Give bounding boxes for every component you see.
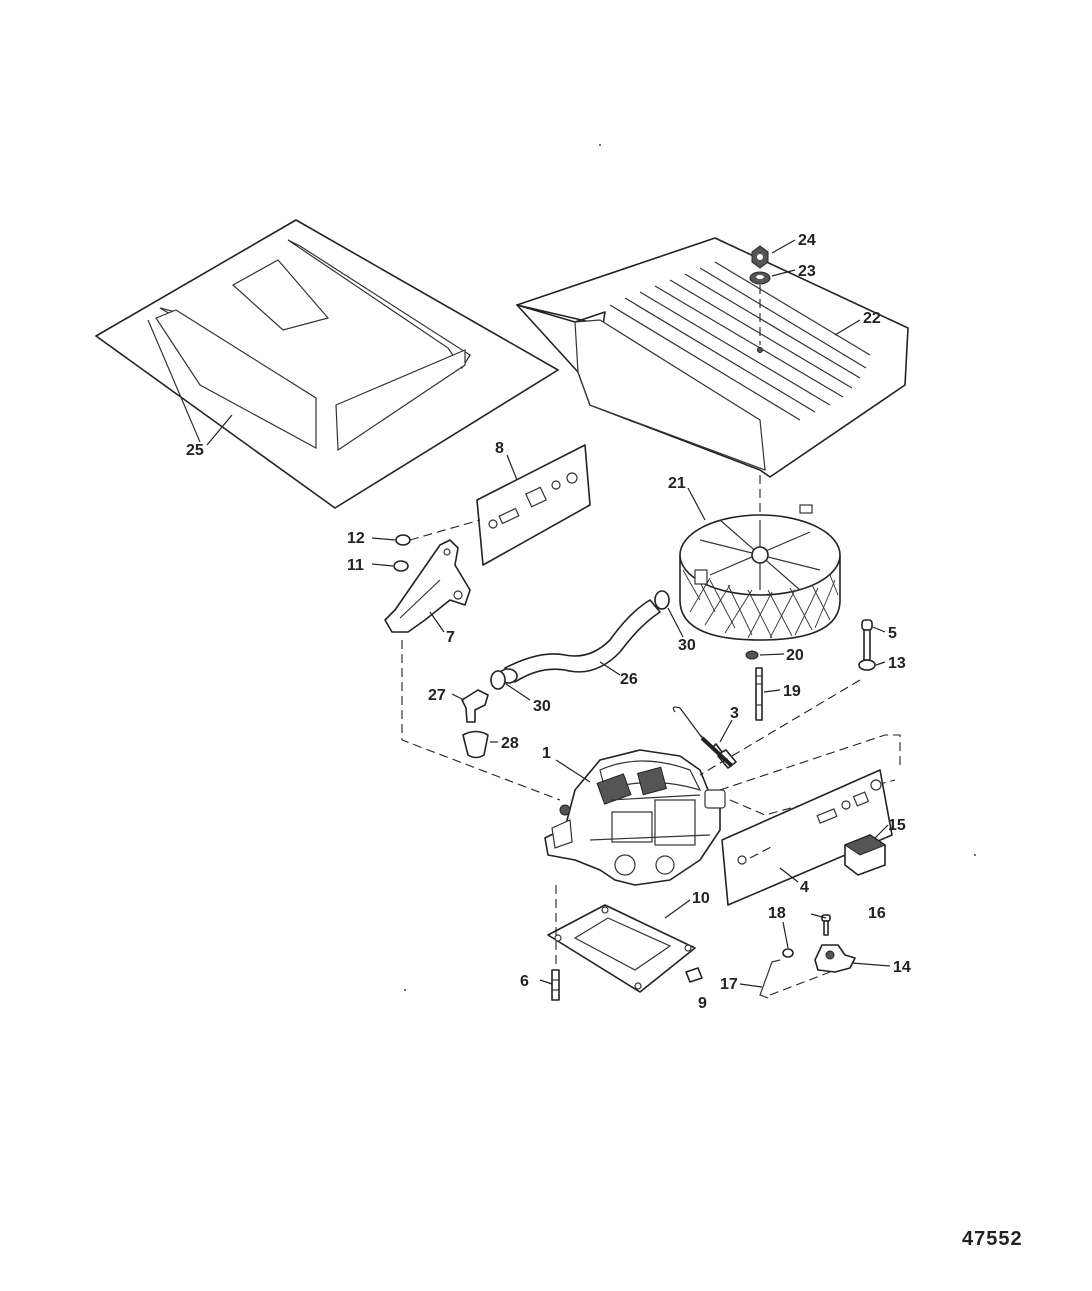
part-12-nut [395, 534, 411, 546]
part-30-hose-clamp-lower [490, 670, 506, 690]
callout-12: 12 [347, 530, 365, 547]
callout-17: 17 [720, 976, 738, 993]
callout-3: 3 [730, 705, 739, 722]
callout-4: 4 [800, 879, 809, 896]
callout-24: 24 [798, 232, 816, 249]
callout-15: 15 [888, 817, 906, 834]
callout-28: 28 [501, 735, 519, 752]
part-28-cap [462, 730, 489, 759]
part-30-hose-clamp-upper [654, 590, 670, 610]
callout-5: 5 [888, 625, 897, 642]
callout-25: 25 [186, 442, 204, 459]
part-17-link-rod [759, 959, 781, 999]
callout-26: 26 [620, 671, 638, 688]
callout-1: 1 [542, 745, 551, 762]
callout-9: 9 [698, 995, 707, 1012]
part-5-screw [861, 619, 873, 661]
arrestor-mesh [682, 569, 839, 639]
part-27-elbow-fitting [461, 689, 489, 723]
callout-14: 14 [893, 959, 911, 976]
part-15-block [843, 834, 887, 876]
callout-30-lower: 30 [533, 698, 551, 715]
callout-10: 10 [692, 890, 710, 907]
callout-16: 16 [868, 905, 886, 922]
part-4-kit-card [721, 769, 893, 906]
callout-18: 18 [768, 905, 786, 922]
part-24-nut [751, 245, 769, 269]
callout-7: 7 [446, 629, 455, 646]
part-25-cover-sheet [95, 219, 559, 509]
part-14-switch [814, 944, 856, 973]
callout-21: 21 [668, 475, 686, 492]
part-11-washer [393, 560, 409, 572]
part-1-carburetor [544, 749, 726, 886]
part-9-pad [685, 967, 703, 983]
callout-19: 19 [783, 683, 801, 700]
part-19-stud [755, 667, 763, 721]
part-20-grommet [745, 650, 759, 660]
part-23-washer [749, 271, 771, 285]
part-22-arrestor-cover [516, 237, 909, 478]
part-7-throttle-bracket [384, 539, 471, 633]
part-6-stud [551, 969, 560, 1001]
callout-13: 13 [888, 655, 906, 672]
part-18-washer [782, 948, 794, 958]
part-21-flame-arrestor [679, 504, 841, 641]
part-8-kit-card [476, 444, 591, 566]
leader-lines [206, 239, 891, 988]
cover-cooling-fins [609, 261, 871, 421]
callout-23: 23 [798, 263, 816, 280]
callout-11: 11 [347, 557, 364, 574]
part-13-washer [858, 659, 876, 671]
callout-20: 20 [786, 647, 804, 664]
figure-number: 47552 [962, 1228, 1023, 1250]
callout-30-upper: 30 [678, 637, 696, 654]
part-10-gasket [547, 904, 696, 993]
callout-27: 27 [428, 687, 446, 704]
callout-6: 6 [520, 973, 529, 990]
callout-labels: 24 23 22 25 8 21 12 11 7 30 26 5 13 20 1… [186, 232, 911, 1012]
callout-8: 8 [495, 440, 504, 457]
part-3-spring [672, 706, 737, 769]
callout-22: 22 [863, 310, 881, 327]
